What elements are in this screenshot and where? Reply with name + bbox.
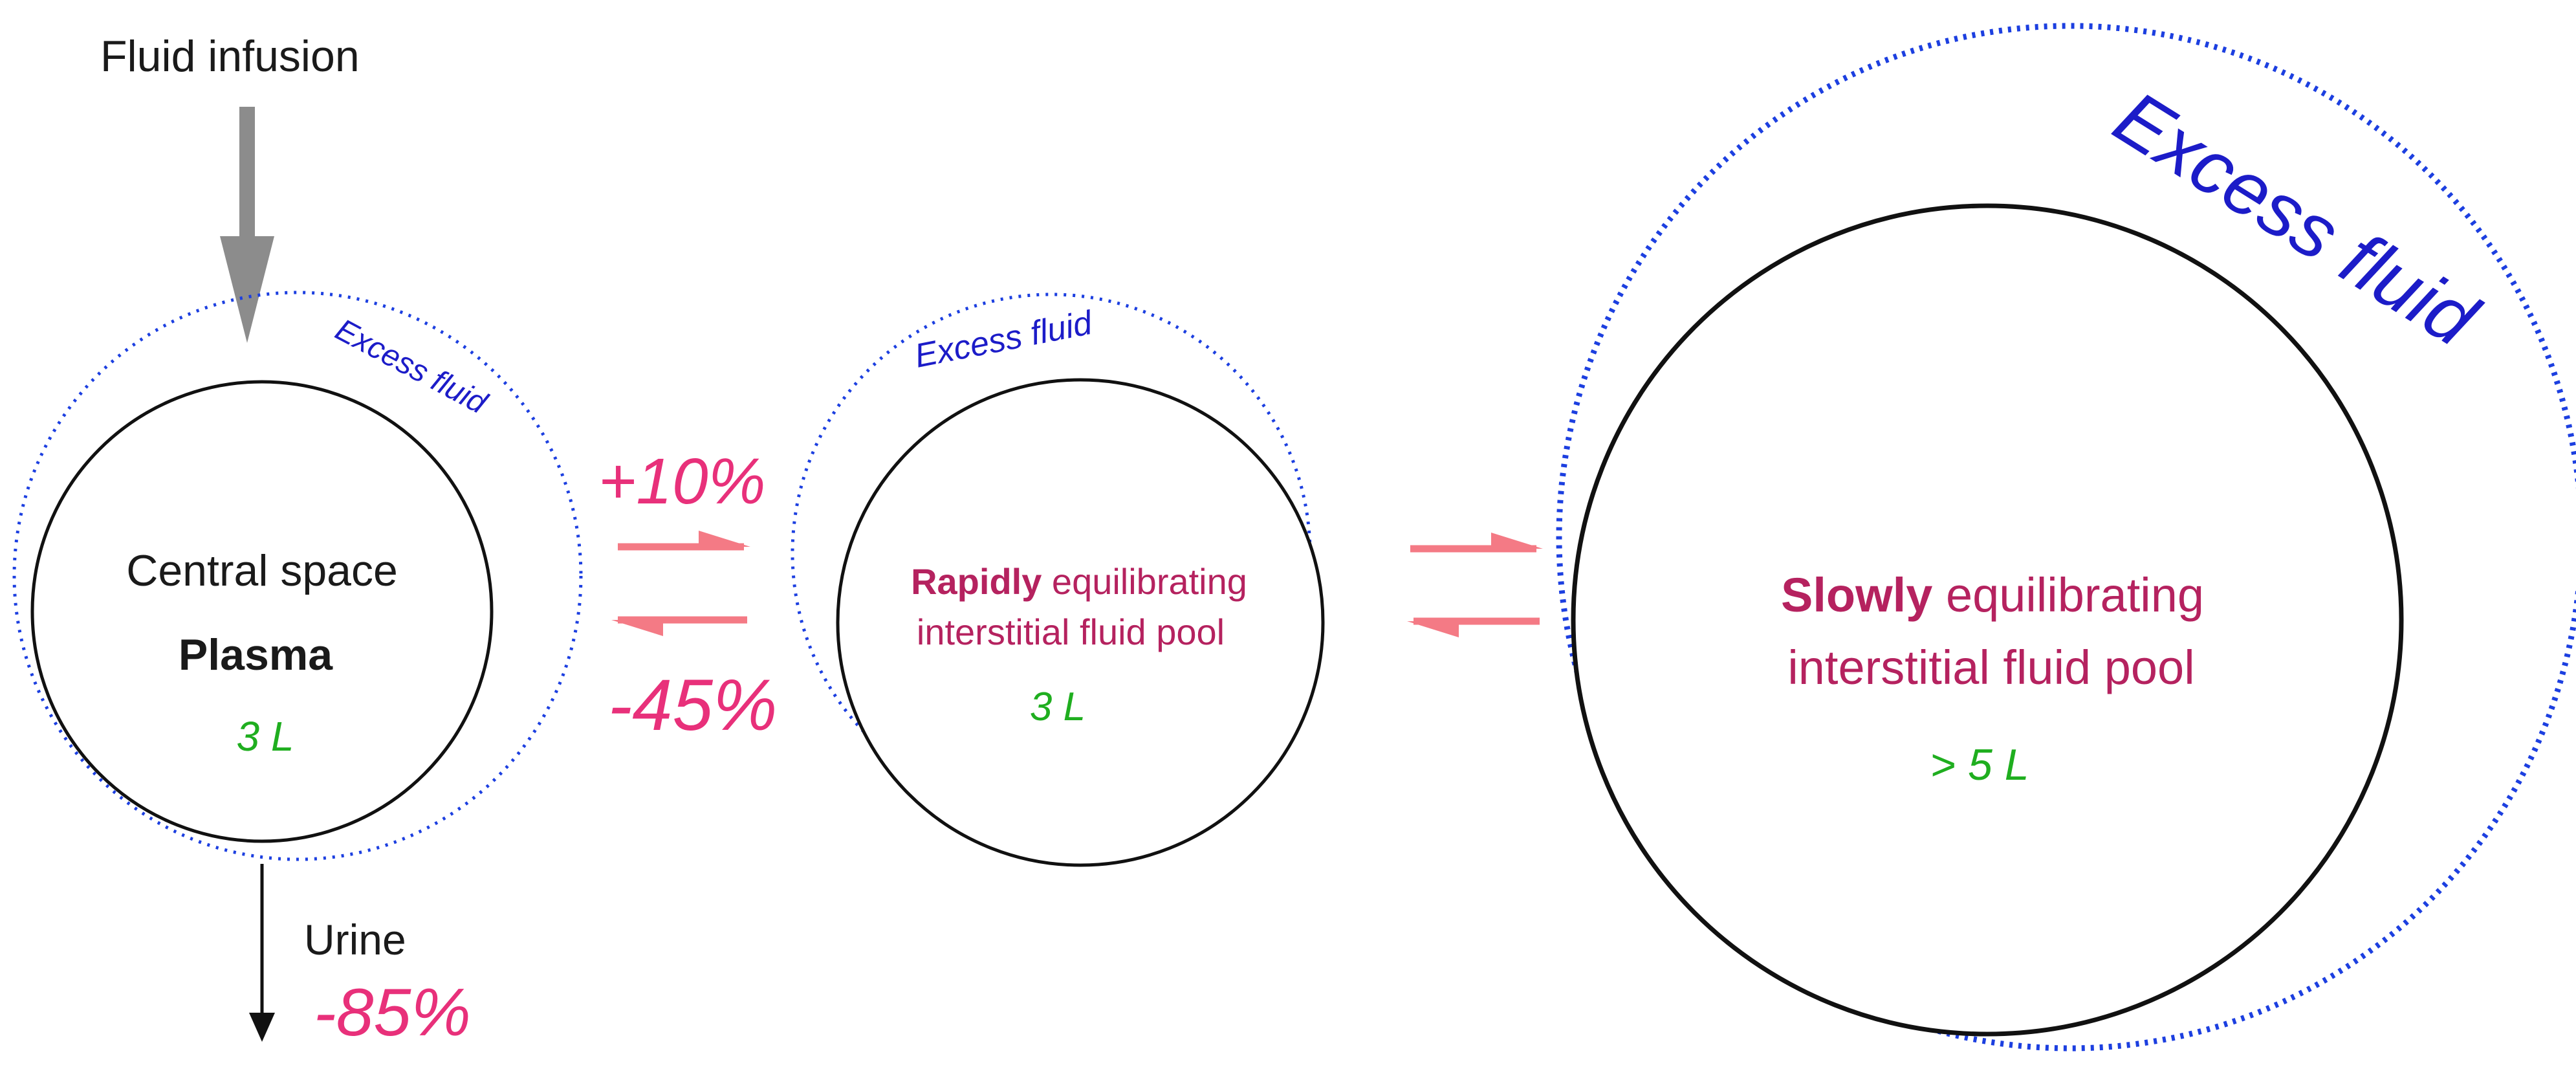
- central-excess-ring: [12, 291, 583, 861]
- slow-compartment: Excess fluid Slowly equilibrating inters…: [1556, 23, 2576, 1052]
- central-volume: 3 L: [237, 713, 294, 760]
- urine-arrow-icon: [249, 864, 275, 1042]
- rapid-volume: 3 L: [1030, 685, 1086, 729]
- slow-pool-circle: [1571, 203, 2404, 1037]
- infusion-arrow-icon: [220, 107, 274, 343]
- rapid-pool-title: Rapidly equilibrating: [911, 561, 1247, 602]
- exchange-arrows-2-icon: [1407, 533, 1543, 637]
- plasma-label: Plasma: [179, 630, 333, 679]
- backward-change: -45%: [608, 665, 777, 745]
- central-space-circle: [30, 380, 494, 843]
- urine-change: -85%: [314, 975, 471, 1050]
- slow-volume: > 5 L: [1930, 740, 2029, 789]
- slow-pool-subtitle: interstitial fluid pool: [1787, 641, 2194, 694]
- central-space-title: Central space: [126, 546, 398, 595]
- rapid-emphasis: Rapidly: [911, 561, 1042, 602]
- rapid-pool-subtitle: interstitial fluid pool: [917, 612, 1225, 652]
- slow-excess-ring: [1556, 23, 2576, 1052]
- fluid-infusion-label: Fluid infusion: [100, 32, 360, 81]
- rapid-title-rest: equilibrating: [1052, 561, 1247, 602]
- exchange-arrows-1-icon: [611, 531, 750, 636]
- central-compartment: Excess fluid Central space Plasma 3 L: [12, 291, 583, 861]
- rapid-compartment: Excess fluid Rapidly equilibrating inter…: [791, 292, 1325, 867]
- forward-change: +10%: [598, 445, 766, 518]
- slow-emphasis: Slowly: [1781, 568, 1932, 622]
- rapid-excess-label: Excess fluid: [911, 304, 1096, 375]
- rapid-pool-circle: [836, 378, 1325, 867]
- urine-label: Urine: [304, 916, 406, 964]
- slow-pool-title: Slowly equilibrating: [1781, 568, 2204, 622]
- slow-title-rest: equilibrating: [1946, 568, 2204, 622]
